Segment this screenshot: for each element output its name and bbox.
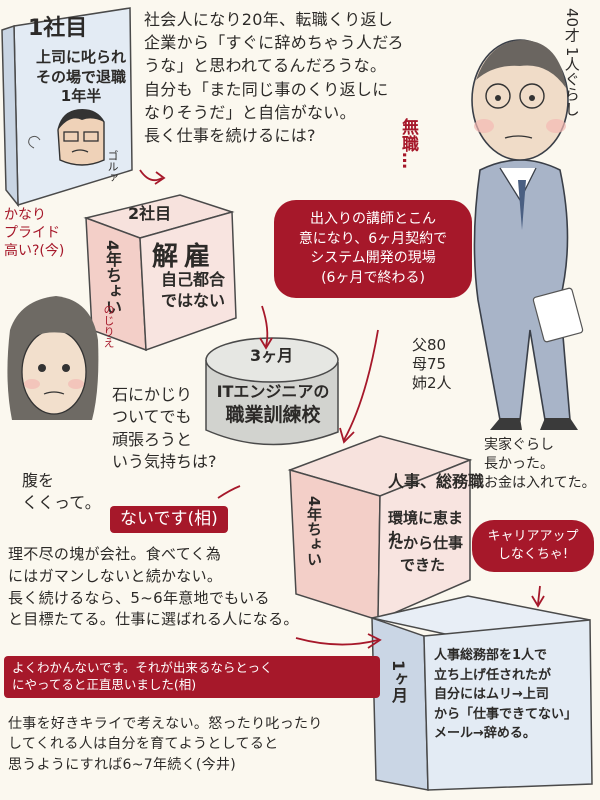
advice-paragraph-2: 仕事を好きキライで考えない。怒ったり叱ったり してくれる人は自分を育てようとして…	[8, 716, 323, 773]
angry-boss-face	[28, 109, 105, 166]
box2-title: 2社目	[128, 204, 172, 223]
box4-cube	[371, 595, 593, 791]
box1-sfx: ゴルァ	[106, 150, 119, 183]
box4-text: 人事総務部を1人で 立ち上げ任されたが 自分にはムリ→上司 から「仕事できてない…	[434, 648, 578, 741]
answer-banner: ないです(相)	[110, 506, 228, 533]
box1-caption: 上司に叱られ その場で退職 1年半	[35, 48, 126, 105]
career-pill: キャリアアップ しなくちゃ!	[472, 520, 594, 573]
pride-note: かなり プライド 高い?(今)	[4, 207, 65, 260]
box2-cube	[83, 194, 237, 352]
box2-duration: 4年ちょい	[103, 240, 122, 316]
school-line1: ITエンジニアの	[216, 382, 330, 401]
hara-text: 腹を くくって。	[22, 471, 101, 513]
box3-line2: 環境に恵まれ	[388, 509, 464, 548]
question-text: 石にかじり ついてでも 頑張ろうと いう気持ちは?	[112, 385, 217, 472]
school-line2: 職業訓練校	[225, 404, 321, 426]
man-in-suit	[471, 39, 584, 430]
box2-main: 解雇	[152, 242, 217, 272]
flow-arrows	[139, 169, 545, 649]
box3-line1: 人事、総務職	[388, 472, 485, 491]
school-duration: 3ヶ月	[250, 346, 294, 365]
nojirie-label: のじりえ	[102, 304, 115, 348]
box3-cube	[287, 435, 473, 622]
school-cylinder	[205, 337, 339, 446]
box3-duration: 4年ちょい	[305, 496, 323, 567]
family-note: 父80 母75 姉2人	[412, 336, 452, 392]
intro-paragraph: 社会人になり20年、転職くり返し 企業から「すぐに辞めちゃう人だろ うな」と思わ…	[144, 10, 404, 145]
box1-title: 1社目	[28, 16, 88, 41]
unemployed-label: 無職…	[398, 118, 418, 169]
honest-banner: よくわかんないです。それが出来るならとっく にやってると正直思いました(相)	[4, 656, 380, 698]
contract-pill: 出入りの講師とこん 意になり、6ヶ月契約で システム開発の現場 (6ヶ月で終わる…	[274, 200, 472, 299]
woman-face	[7, 296, 99, 420]
home-note: 実家ぐらし 長かった。 お金は入れてた。	[484, 437, 596, 491]
box4-duration: 1ヶ月	[389, 660, 408, 704]
box3-line4: できた	[400, 556, 446, 574]
advice-paragraph-1: 理不尽の塊が会社。食べてく為 にはガマンしないと続かない。 長く続けるなら、5~…	[8, 545, 299, 629]
box3-line3: たから仕事	[388, 534, 464, 552]
age-note: 40才 1人ぐらし	[562, 8, 581, 117]
box2-sub: 自己都合 ではない	[160, 270, 225, 310]
